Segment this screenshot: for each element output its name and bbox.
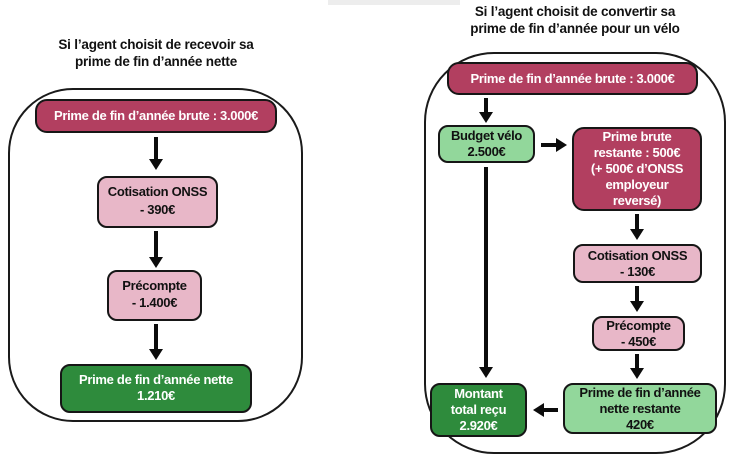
arrow-budget-to-restante-icon [541, 143, 557, 147]
prime-brute-restante-box: Prime brute restante : 500€ (+ 500€ d’ON… [572, 127, 702, 211]
arrow-precompte-to-nette-icon [635, 354, 639, 369]
right-cotisation-value: - 130€ [619, 263, 656, 279]
right-brute-box: Prime de fin d’année brute : 3.000€ [447, 62, 698, 95]
left-precompte-box: Précompte - 1.400€ [107, 270, 202, 321]
arrow-budget-to-montant-icon [484, 167, 488, 368]
right-cotisation-box: Cotisation ONSS - 130€ [573, 244, 702, 283]
montant-line2: total reçu [450, 402, 507, 417]
left-cotisation-box: Cotisation ONSS - 390€ [97, 176, 218, 228]
left-title-line1: Si l’agent choisit de recevoir sa [58, 37, 254, 52]
right-cotisation-label: Cotisation ONSS [587, 247, 688, 263]
budget-velo-value: 2.500€ [467, 144, 506, 159]
left-cotisation-value: - 390€ [139, 202, 176, 217]
left-nette-box: Prime de fin d’année nette 1.210€ [60, 364, 252, 413]
nette-restante-line2: nette restante [599, 400, 681, 416]
budget-velo-label: Budget vélo [450, 128, 523, 143]
arrow-restante-to-cotisation-icon [635, 214, 639, 230]
left-arrow-1-down-icon [154, 137, 158, 160]
right-precompte-label: Précompte [606, 317, 671, 333]
left-nette-value: 1.210€ [137, 388, 175, 403]
nette-restante-line3: 420€ [626, 416, 654, 432]
budget-velo-box: Budget vélo 2.500€ [438, 125, 535, 163]
right-precompte-value: - 450€ [620, 333, 657, 349]
left-cotisation-label: Cotisation ONSS [107, 184, 208, 199]
top-gray-bar [328, 0, 460, 5]
left-brute-label: Prime de fin d’année brute : 3.000€ [53, 108, 259, 123]
arrow-nette-to-montant-icon [543, 408, 558, 412]
restante-line5: reversé) [612, 193, 662, 208]
restante-line3: (+ 500€ d’ONSS [590, 161, 684, 176]
right-precompte-box: Précompte - 450€ [592, 316, 685, 351]
right-panel-title: Si l’agent choisit de convertir sa prime… [435, 3, 715, 37]
left-brute-box: Prime de fin d’année brute : 3.000€ [35, 99, 277, 133]
arrow-cotisation-to-precompte-icon [635, 286, 639, 302]
left-panel-title: Si l’agent choisit de recevoir sa prime … [30, 36, 282, 70]
restante-line2: restante : 500€ [593, 145, 681, 160]
montant-line3: 2.920€ [459, 418, 498, 433]
left-title-line2: prime de fin d’année nette [74, 54, 238, 69]
restante-line4: employeur [605, 177, 669, 192]
right-arrow-brute-to-budget-icon [484, 98, 488, 113]
left-nette-label: Prime de fin d’année nette [78, 372, 233, 387]
nette-restante-line1: Prime de fin d’année [579, 384, 701, 400]
restante-line1: Prime brute [602, 129, 672, 144]
left-precompte-value: - 1.400€ [131, 295, 178, 310]
left-precompte-label: Précompte [122, 278, 187, 293]
right-title-line1: Si l’agent choisit de convertir sa [474, 4, 676, 19]
montant-total-box: Montant total reçu 2.920€ [430, 383, 527, 437]
right-brute-label: Prime de fin d’année brute : 3.000€ [470, 70, 675, 86]
left-arrow-2-down-icon [154, 231, 158, 258]
right-title-line2: prime de fin d’année pour un vélo [470, 21, 680, 36]
nette-restante-box: Prime de fin d’année nette restante 420€ [563, 383, 717, 434]
left-arrow-3-down-icon [154, 324, 158, 350]
montant-line1: Montant [454, 386, 503, 401]
